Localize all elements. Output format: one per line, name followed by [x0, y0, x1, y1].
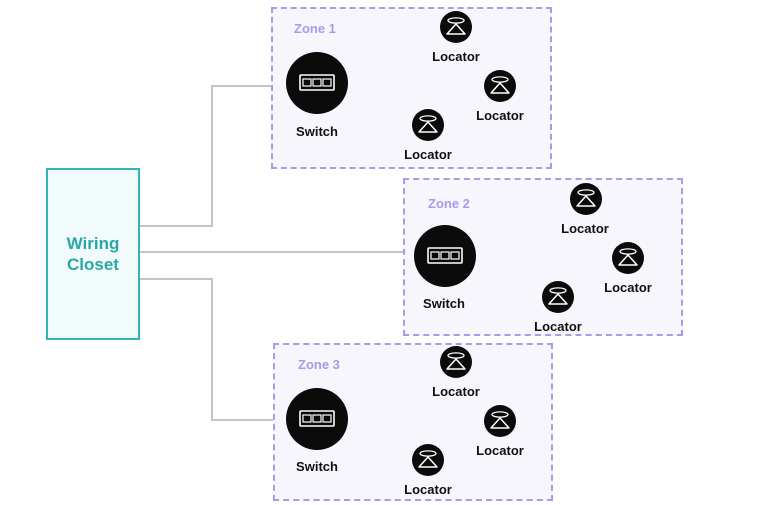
- zone-3-locator-1: [440, 346, 472, 378]
- zone-2-switch: [414, 225, 476, 287]
- wire-closet-zone3: [140, 278, 290, 421]
- zone-3-locator-2-label: Locator: [476, 443, 524, 458]
- zone-2-locator-2-label: Locator: [604, 280, 652, 295]
- zone-1-locator-1-label: Locator: [432, 49, 480, 64]
- zone-3-switch: [286, 388, 348, 450]
- locator-beacon-icon: [490, 76, 510, 94]
- locator-beacon-icon: [418, 115, 438, 133]
- zone-2-switch-label: Switch: [423, 296, 465, 311]
- ethernet-switch-icon: [427, 247, 463, 264]
- zone-3-locator-3: [412, 444, 444, 476]
- ethernet-switch-icon: [299, 74, 335, 91]
- zone-1-label: Zone 1: [294, 21, 336, 36]
- locator-beacon-icon: [618, 248, 638, 266]
- zone-3-switch-label: Switch: [296, 459, 338, 474]
- zone-2-locator-2: [612, 242, 644, 274]
- zone-2-locator-1-label: Locator: [561, 221, 609, 236]
- locator-beacon-icon: [418, 450, 438, 468]
- locator-beacon-icon: [446, 352, 466, 370]
- locator-beacon-icon: [576, 189, 596, 207]
- zone-1-switch: [286, 52, 348, 114]
- zone-1-switch-label: Switch: [296, 124, 338, 139]
- zone-2-locator-3-label: Locator: [534, 319, 582, 334]
- ethernet-switch-icon: [299, 410, 335, 427]
- zone-1-locator-2: [484, 70, 516, 102]
- zone-1-locator-1: [440, 11, 472, 43]
- wire-closet-zone1: [140, 85, 290, 227]
- zone-3-locator-3-label: Locator: [404, 482, 452, 497]
- zone-1-locator-2-label: Locator: [476, 108, 524, 123]
- zone-3-locator-2: [484, 405, 516, 437]
- zone-2-label: Zone 2: [428, 196, 470, 211]
- zone-1-locator-3: [412, 109, 444, 141]
- zone-1-locator-3-label: Locator: [404, 147, 452, 162]
- zone-2-locator-3: [542, 281, 574, 313]
- locator-beacon-icon: [446, 17, 466, 35]
- zone-2-locator-1: [570, 183, 602, 215]
- locator-beacon-icon: [490, 411, 510, 429]
- zone-3-label: Zone 3: [298, 357, 340, 372]
- zone-3-locator-1-label: Locator: [432, 384, 480, 399]
- locator-beacon-icon: [548, 287, 568, 305]
